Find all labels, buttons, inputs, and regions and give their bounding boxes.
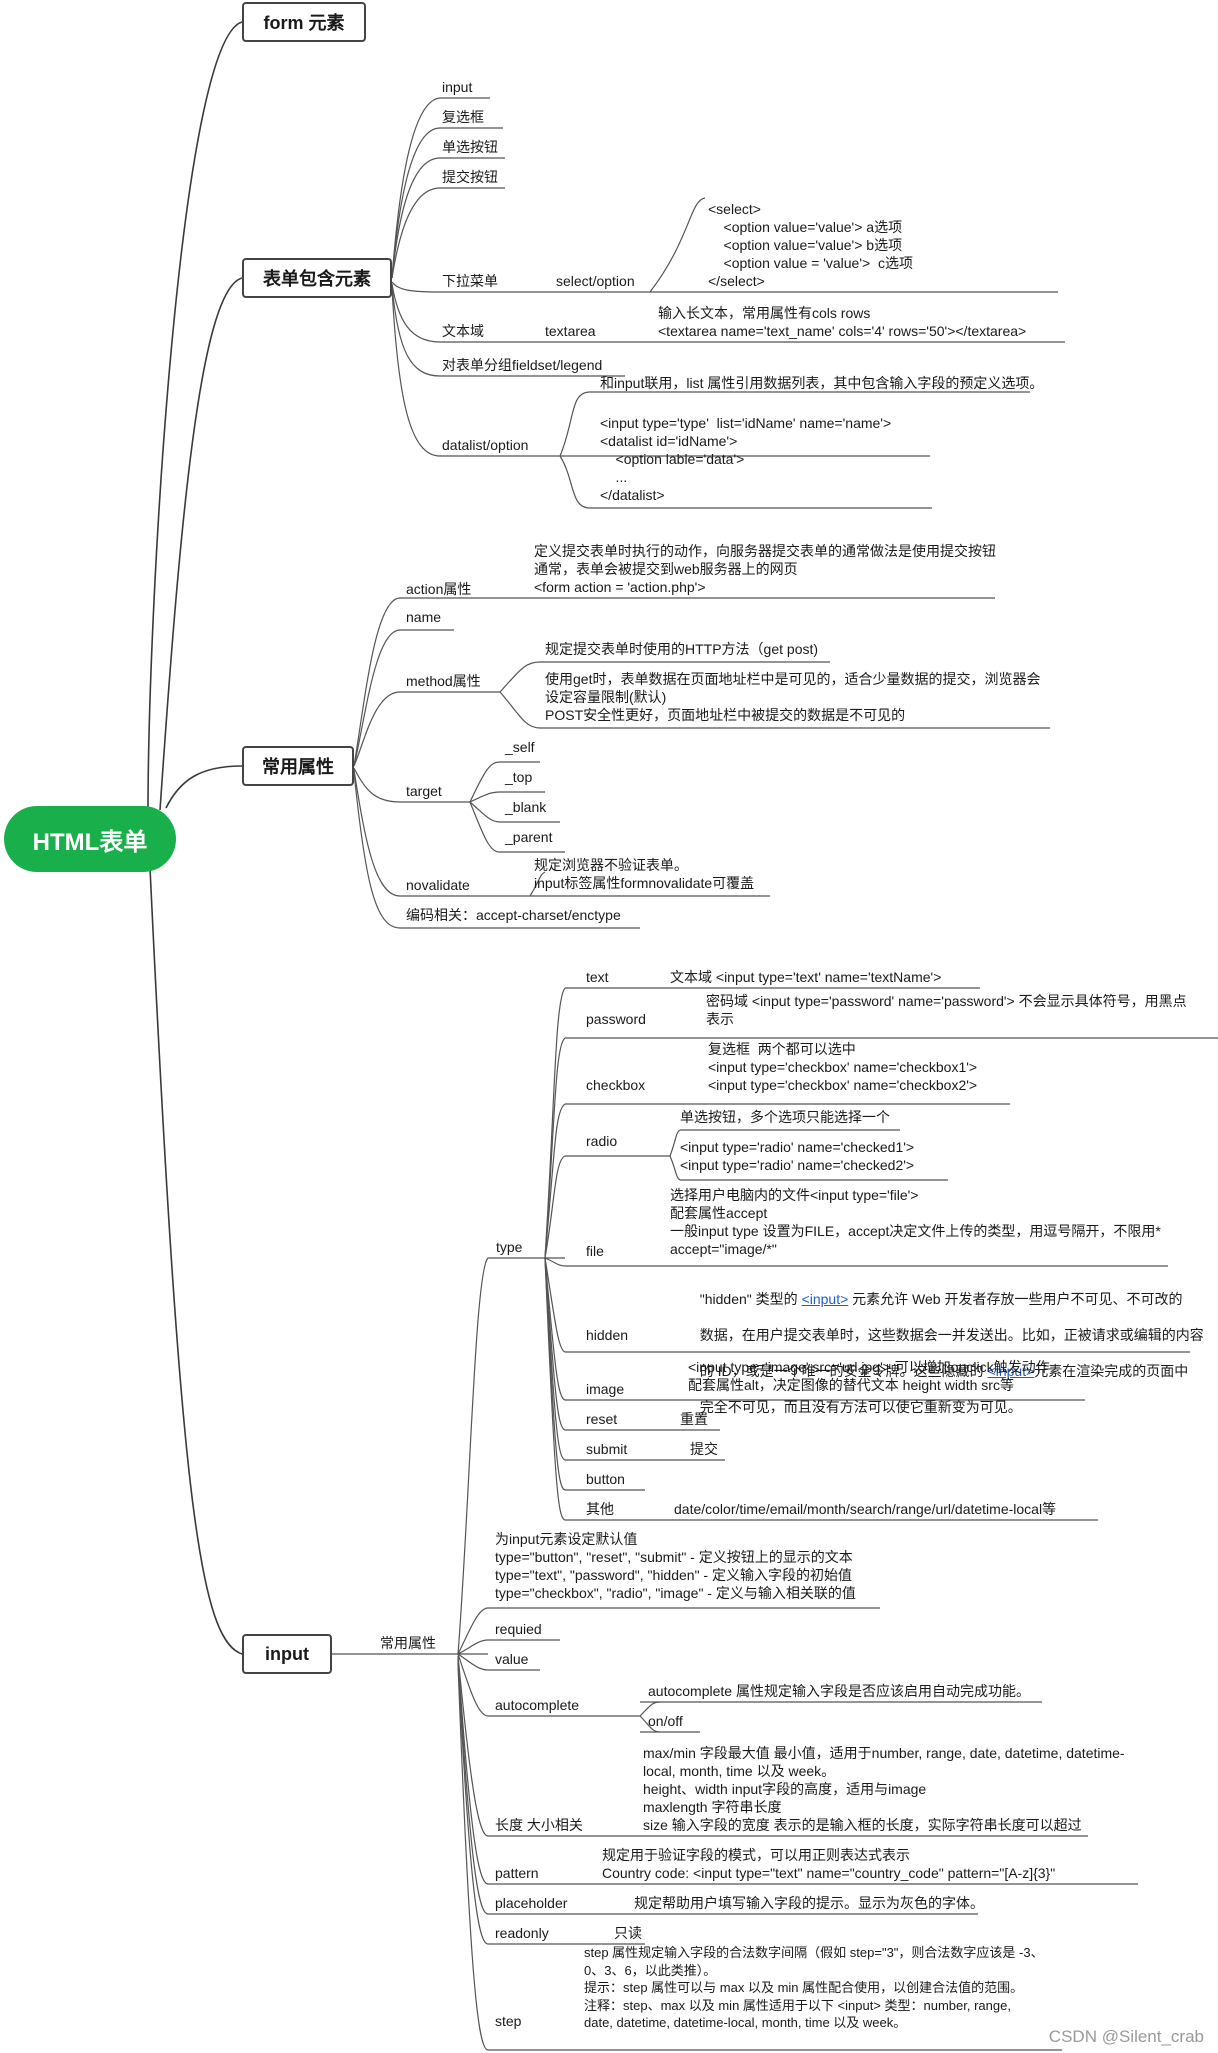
attr-method: method属性 [406,673,481,689]
inattr-step: step [495,2013,522,2029]
hidden-desc-line3a: 的 ID，或是一个唯一的安全令牌。这些隐藏的 [699,1363,988,1379]
inattr-required: requied [495,1621,542,1637]
attr-method-desc2: 使用get时，表单数据在页面地址栏中是可见的，适合少量数据的提交，浏览器会 设定… [545,671,1041,723]
type-other-desc: date/color/time/email/month/search/range… [674,1501,1057,1517]
type-reset: reset [586,1411,618,1427]
inattr-size: 长度 大小相关 [495,1817,583,1833]
attr-target: target [406,783,442,799]
type-hidden: hidden [586,1327,629,1343]
type-password-desc: 密码域 <input type='password' name='passwor… [706,993,1187,1027]
type-file: file [586,1243,604,1259]
type-password: password [586,1011,646,1027]
contains-textarea: 文本域 [442,323,484,339]
node-input: input [242,1634,332,1674]
type-other: 其他 [586,1501,614,1517]
type-image-desc: <input type='image' src='url.jpg'> 可以增加o… [688,1359,1050,1393]
inattr-readonly-desc: 只读 [614,1925,642,1941]
hidden-input-link-1[interactable]: <input> [801,1291,849,1307]
contains-fieldset: 对表单分组fieldset/legend [442,357,603,373]
attr-encoding: 编码相关：accept-charset/enctype [406,907,621,923]
watermark: CSDN @Silent_crab [1048,2027,1204,2046]
inattr-size-desc: max/min 字段最大值 最小值，适用于number, range, date… [643,1745,1125,1833]
hidden-desc-line1b: 元素允许 Web 开发者存放一些用户不可见、不可改的 [848,1291,1183,1307]
contains-datalist-desc: 和input联用，list 属性引用数据列表，其中包含输入字段的预定义选项。 [600,375,1044,391]
attr-action-desc: 定义提交表单时执行的动作，向服务器提交表单的通常做法是使用提交按钮 通常，表单会… [534,543,996,595]
type-text-desc: 文本域 <input type='text' name='textName'> [670,969,942,985]
inattr-onoff: on/off [648,1713,683,1729]
attr-method-desc1: 规定提交表单时使用的HTTP方法（get post) [545,641,819,657]
contains-datalist-code: <input type='type' list='idName' name='n… [600,415,892,503]
target-parent: _parent [505,829,553,845]
attr-novalidate: novalidate [406,877,470,893]
inattr-step-desc: step 属性规定输入字段的合法数字间隔（假如 step="3"，则合法数字应该… [584,1945,1044,2030]
type-image: image [586,1381,625,1397]
node-form-element: form 元素 [242,2,366,42]
inattr-pattern: pattern [495,1865,539,1881]
inattr-placeholder-desc: 规定帮助用户填写输入字段的提示。显示为灰色的字体。 [634,1895,984,1911]
contains-textarea-desc: 输入长文本，常用属性有cols rows <textarea name='tex… [658,305,1027,339]
inattr-autocomplete: autocomplete [495,1697,580,1713]
type-file-desc: 选择用户电脑内的文件<input type='file'> 配套属性accept… [670,1187,1161,1257]
hidden-desc-line4: 完全不可见，而且没有方法可以使它重新变为可见。 [699,1399,1022,1415]
hidden-input-link-2[interactable]: <input> [987,1363,1035,1379]
contains-select-code: <select> <option value='value'> a选项 <opt… [708,201,913,289]
inattr-placeholder: placeholder [495,1895,568,1911]
input-type: type [496,1239,523,1255]
hidden-desc-line1a: "hidden" 类型的 [699,1291,802,1307]
inattr-readonly: readonly [495,1925,549,1941]
type-checkbox: checkbox [586,1077,646,1093]
type-radio-desc1: 单选按钮，多个选项只能选择一个 [680,1109,890,1125]
contains-select-sub: select/option [556,273,635,289]
type-reset-desc: 重置 [680,1411,708,1427]
attr-novalidate-desc: 规定浏览器不验证表单。 input标签属性formnovalidate可覆盖 [534,857,755,891]
hidden-desc-line2: 数据，在用户提交表单时，这些数据会一并发送出。比如，正被请求或编辑的内容 [699,1327,1204,1343]
type-submit: submit [586,1441,628,1457]
contains-datalist: datalist/option [442,437,529,453]
contains-radio: 单选按钮 [442,139,498,155]
inattr-value: value [495,1651,529,1667]
node-common-attributes: 常用属性 [242,746,354,786]
inattr-autocomplete-desc: autocomplete 属性规定输入字段是否应该启用自动完成功能。 [648,1683,1030,1699]
contains-input: input [442,79,473,95]
target-self: _self [505,739,535,755]
type-radio-desc2: <input type='radio' name='checked1'> <in… [680,1139,915,1173]
inattr-pattern-desc: 规定用于验证字段的模式，可以用正则表达式表示 Country code: <in… [602,1847,1056,1881]
type-submit-desc: 提交 [690,1441,718,1457]
type-radio: radio [586,1133,618,1149]
inattr-value-desc: 为input元素设定默认值 type="button", "reset", "s… [495,1531,856,1601]
contains-checkbox: 复选框 [442,109,484,125]
input-common-attrs: 常用属性 [380,1635,436,1651]
type-checkbox-desc: 复选框 两个都可以选中 <input type='checkbox' name=… [708,1041,978,1093]
target-blank: _blank [505,799,547,815]
type-hidden-desc: "hidden" 类型的 <input> 元素允许 Web 开发者存放一些用户不… [692,1272,1204,1416]
root-node: HTML表单 [4,806,176,872]
type-text: text [586,969,609,985]
attr-name: name [406,609,442,625]
node-form-contains: 表单包含元素 [242,258,392,298]
contains-submit: 提交按钮 [442,169,498,185]
target-top: _top [505,769,533,785]
attr-action: action属性 [406,581,472,597]
contains-select: 下拉菜单 [442,273,498,289]
hidden-desc-line3b: 元素在渲染完成的页面中 [1034,1363,1189,1379]
contains-textarea-sub: textarea [545,323,596,339]
type-button: button [586,1471,625,1487]
